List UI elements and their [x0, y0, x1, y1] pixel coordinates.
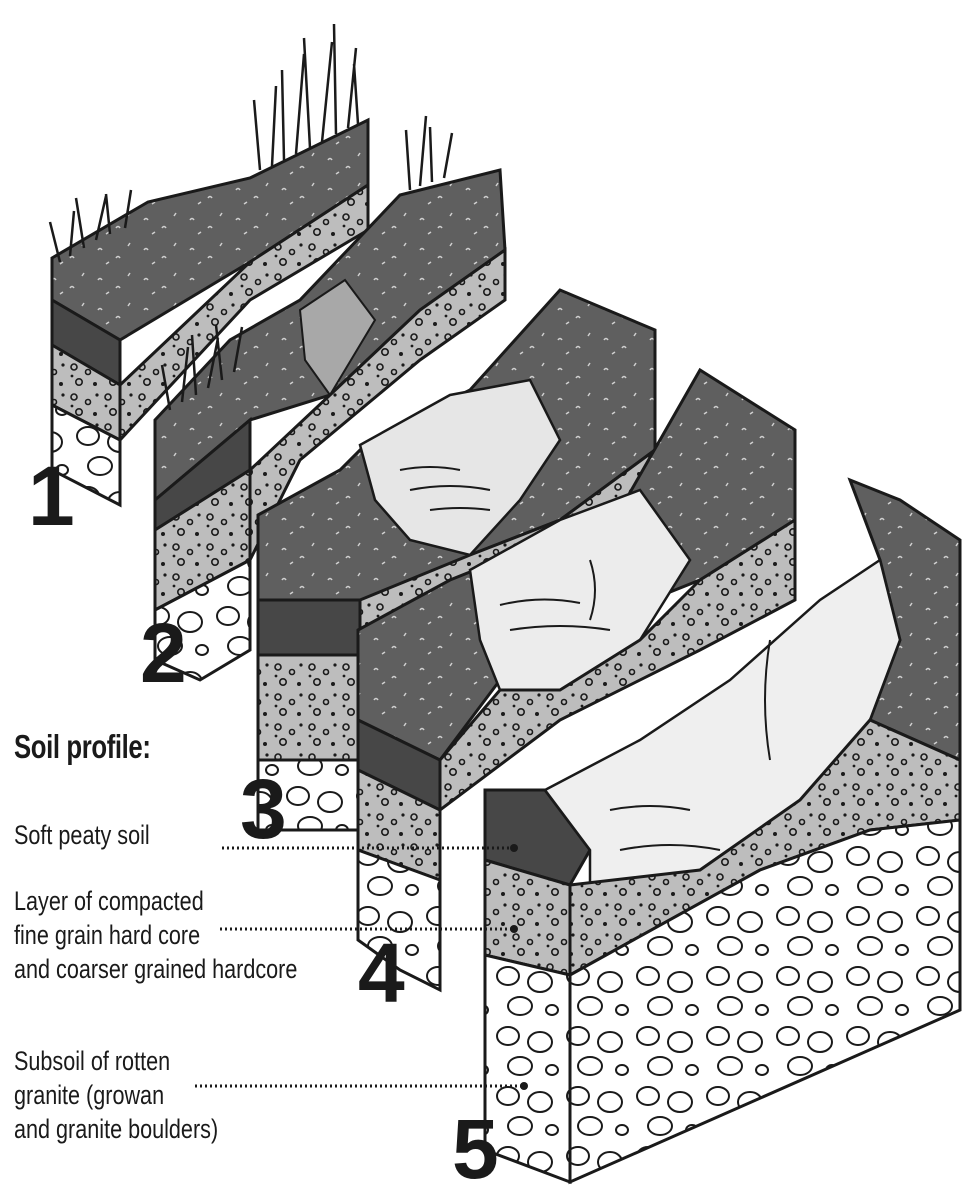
- block-3-hardcore-front: [258, 655, 360, 760]
- legend-text-line: Soft peaty soil: [14, 818, 150, 852]
- stage-number-4: 4: [358, 926, 405, 1020]
- legend-text-line: fine grain hard core: [14, 918, 297, 952]
- legend-text-line: and coarser grained hardcore: [14, 952, 297, 986]
- legend-text-line: Subsoil of rotten: [14, 1044, 218, 1078]
- block-3-peat-front: [258, 600, 360, 655]
- legend-text-line: granite (growan: [14, 1078, 218, 1112]
- stage-number-3: 3: [240, 762, 287, 856]
- legend-item-hardcore: Layer of compacted fine grain hard core …: [14, 884, 297, 986]
- stage-number-2: 2: [140, 606, 187, 700]
- legend-text-line: and granite boulders): [14, 1112, 218, 1146]
- legend-title: Soil profile:: [14, 728, 151, 766]
- legend-item-subsoil: Subsoil of rotten granite (growan and gr…: [14, 1044, 218, 1146]
- stage-number-5: 5: [452, 1102, 499, 1187]
- stage-number-1: 1: [28, 449, 75, 543]
- legend-text-line: Layer of compacted: [14, 884, 297, 918]
- legend-item-peaty-soil: Soft peaty soil: [14, 818, 150, 852]
